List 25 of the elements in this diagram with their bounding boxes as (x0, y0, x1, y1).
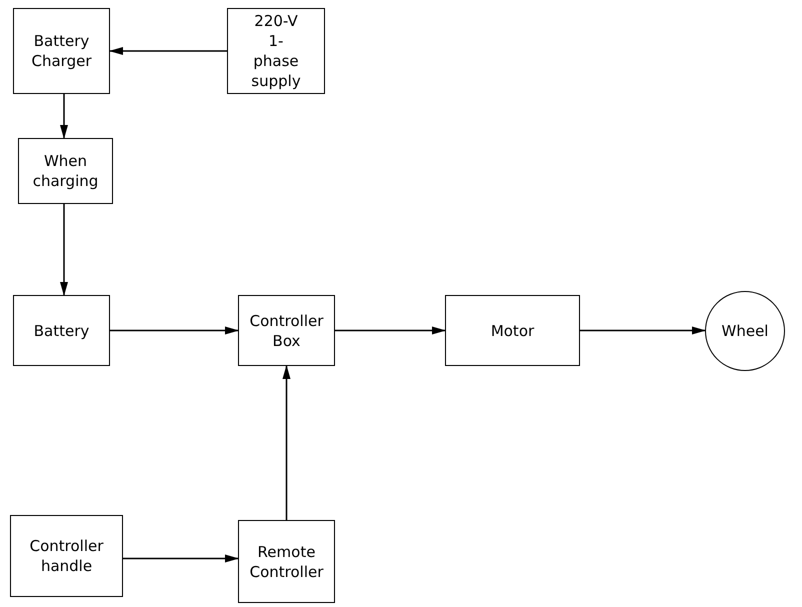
arrow (123, 554, 239, 562)
process-box (13, 295, 110, 366)
arrow (110, 326, 239, 334)
process-box (18, 138, 113, 204)
arrow (109, 47, 227, 55)
arrow (60, 94, 68, 139)
node-label: Controller Box (248, 310, 324, 350)
node-label: Controller handle (28, 536, 104, 576)
arrow (60, 204, 68, 296)
process-box (227, 8, 325, 94)
process-box (13, 8, 110, 94)
node-label: Battery (34, 320, 90, 340)
arrow (335, 326, 446, 334)
process-box (445, 295, 580, 366)
node-label: When charging (32, 151, 100, 191)
arrow (580, 326, 706, 334)
node-label: 220-V 1-phase supply (250, 11, 302, 91)
process-box (10, 515, 123, 597)
node-label: Wheel (722, 321, 768, 341)
arrow (282, 365, 290, 520)
node-label: Motor (490, 320, 534, 340)
process-box (238, 295, 335, 366)
process-box (238, 520, 335, 603)
node-label: Battery Charger (30, 31, 92, 71)
node-label: Remote Controller (248, 542, 324, 582)
